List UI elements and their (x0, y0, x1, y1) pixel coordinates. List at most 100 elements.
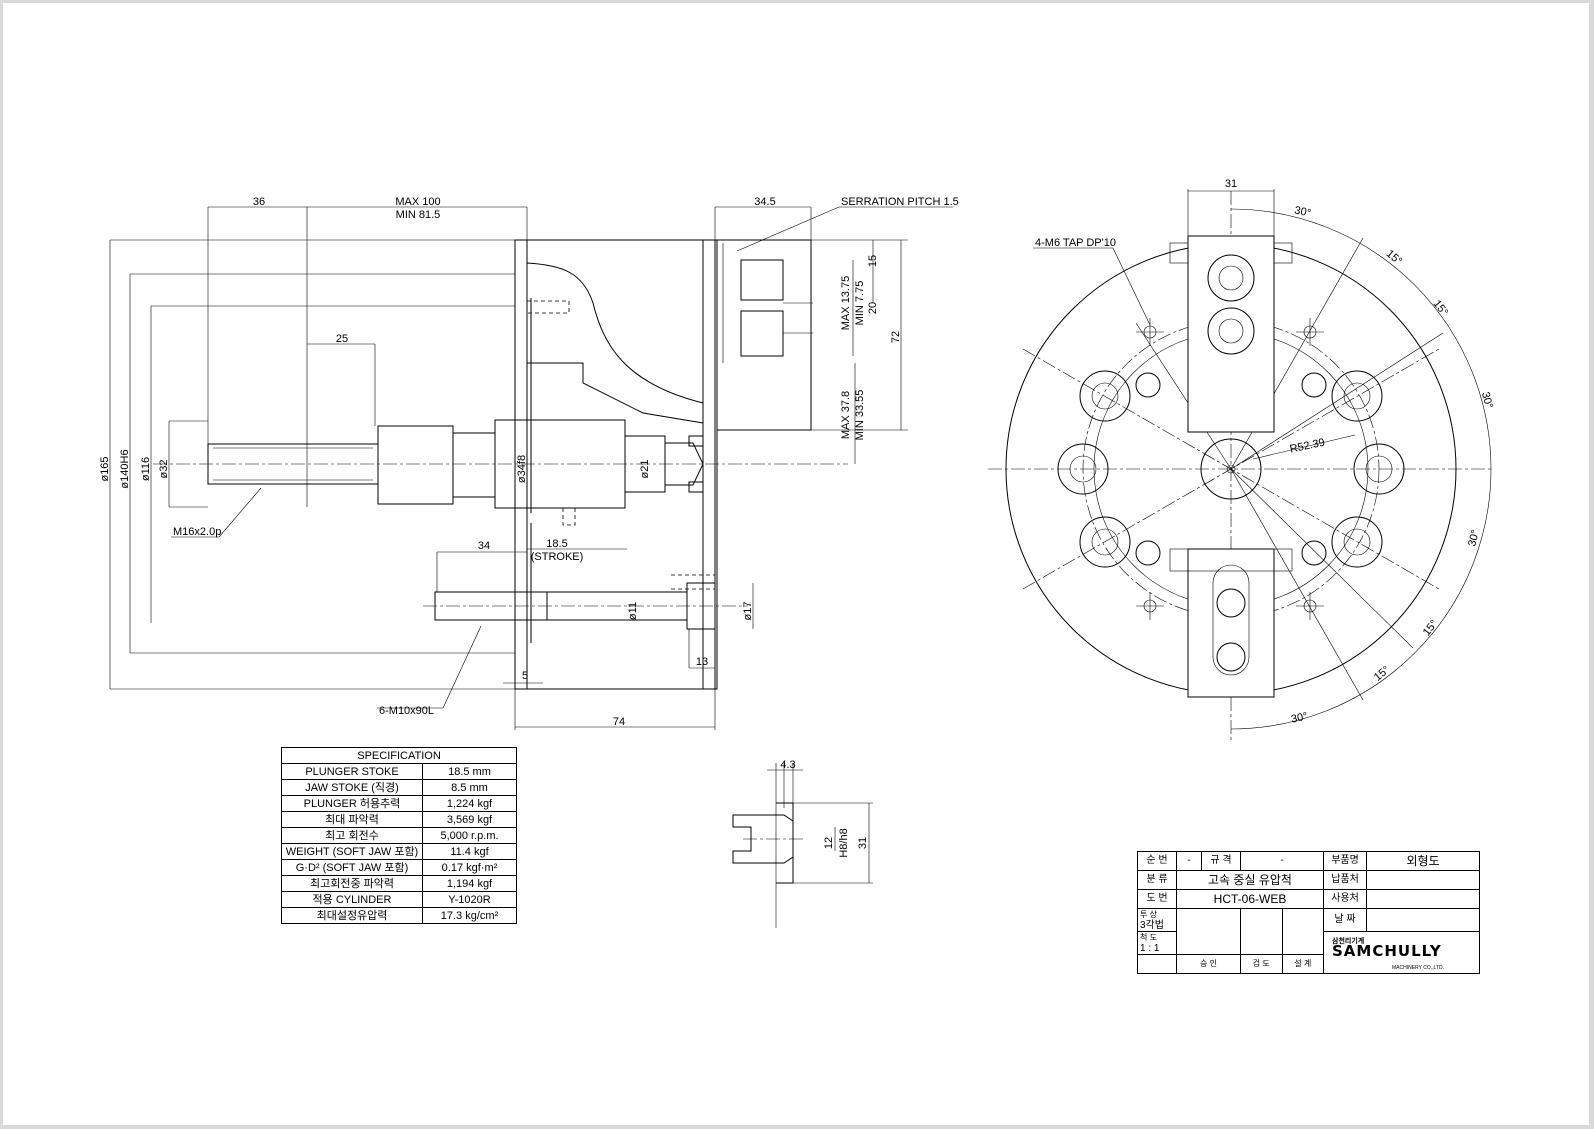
top-jaw-bolt-1-hex (1218, 265, 1244, 291)
front-view: 31 4-M6 TAP DP'10 30° 15° 15° 30° 30° 15… (988, 178, 1495, 743)
spec-value: 11.4 kgf (422, 843, 517, 860)
section-curve (526, 262, 704, 404)
dim-43: 4.3 (780, 759, 795, 771)
user-label: 사용처 (1323, 889, 1367, 909)
bottom-jaw-bolt-2 (1216, 642, 1246, 672)
spec-label: 최대 파악력 (281, 811, 423, 828)
jaw-bolt-1 (740, 259, 784, 301)
spec-label: 최대설정유압력 (281, 907, 423, 924)
serration-body (776, 802, 794, 884)
part-label: 부품명 (1323, 851, 1367, 871)
title-block: 순 번 - 규 격 - 부품명 외형도 분 류 고속 중실 유압척 납품처 도 … (1137, 851, 1480, 974)
side-view: 36 MAX 100 MIN 81.5 34.5 SERRATION PITCH… (99, 196, 959, 730)
table-row: WEIGHT (SOFT JAW 포함)11.4 kgf (281, 843, 517, 860)
mount-bolt-head-2 (1331, 370, 1383, 422)
spec-header: SPECIFICATION (281, 747, 517, 764)
label-m10: 6-M10x90L (379, 705, 434, 717)
dim-13: 13 (696, 656, 708, 668)
angle-line-2 (1230, 332, 1444, 470)
dim-min815: MIN 81.5 (396, 209, 441, 221)
angle-line-4 (1230, 468, 1364, 701)
spec-label: 적용 CYLINDER (281, 891, 423, 908)
spec-value: 1,194 kgf (422, 875, 517, 892)
dim-165: ø165 (99, 456, 111, 481)
bottom-jaw-slot (1169, 548, 1293, 572)
dim-r5239: R52.39 (1289, 437, 1326, 456)
projection-value: 3각법 (1140, 920, 1164, 931)
set-screw-3 (1135, 540, 1161, 566)
spec-label: PLUNGER STOKE (281, 763, 423, 780)
dim-serration: SERRATION PITCH 1.5 (841, 196, 959, 208)
angle-30-top: 30° (1293, 204, 1312, 219)
dim-31-side: 31 (857, 837, 869, 849)
angle-15-d: 15° (1372, 664, 1392, 684)
spec-value: 5,000 r.p.m. (422, 827, 517, 844)
angle-15-b: 15° (1431, 298, 1451, 319)
brand-logo: 삼천리기계 SAMCHULLY MACHINERY CO.,LTD. (1323, 931, 1480, 974)
approve-label: 승 인 (1176, 954, 1241, 974)
spec-value: - (1240, 851, 1324, 871)
mount-bolt-head-6 (1331, 516, 1383, 568)
spec-value: 3,569 kgf (422, 811, 517, 828)
spec-label: PLUNGER 허용추력 (281, 795, 423, 812)
label-m16: M16x2.0p (173, 526, 221, 538)
dim-34f8: ø34f8 (516, 455, 528, 483)
dim-max1375: MAX 13.75 (840, 276, 852, 330)
dim-11: ø11 (627, 602, 639, 620)
spec-label: G·D² (SOFT JAW 포함) (281, 859, 423, 876)
set-screw-4 (1301, 540, 1327, 566)
spec-value: 0.17 kgf·m² (422, 859, 517, 876)
angle-line-3 (1230, 468, 1414, 649)
mount-bolt-hex-3 (1069, 455, 1097, 483)
dim-h8: H8/h8 (838, 828, 850, 857)
tap-hole-1 (1136, 318, 1164, 346)
leader-radius (1252, 434, 1356, 460)
top-jaw-bolt-2 (1207, 307, 1255, 355)
approve-sign (1176, 908, 1241, 955)
mount-bolt-head-4 (1353, 443, 1405, 495)
projection-label: 투 상 (1140, 910, 1157, 919)
design-sign (1281, 908, 1324, 955)
part-value: 외형도 (1366, 851, 1480, 871)
seal-1 (688, 435, 704, 447)
hidden-head (671, 574, 715, 590)
angle-15-a: 15° (1384, 248, 1404, 268)
angle-30-right-top: 30° (1479, 391, 1495, 410)
dim-25: 25 (336, 333, 348, 345)
class-label: 분 류 (1137, 870, 1177, 890)
dim-36: 36 (253, 196, 265, 208)
angle-15-c: 15° (1421, 618, 1441, 639)
technical-drawing: 36 MAX 100 MIN 81.5 34.5 SERRATION PITCH… (99, 178, 1495, 928)
spec-label: 규 격 (1201, 851, 1241, 871)
projection-cell: 투 상 3각법 (1137, 908, 1177, 932)
table-row: JAW STOKE (직경)8.5 mm (281, 779, 517, 796)
center-point (1226, 464, 1236, 474)
plunger-tip (624, 435, 666, 493)
class-value: 고속 중실 유압척 (1176, 870, 1324, 890)
brand-foot: MACHINERY CO.,LTD. (1392, 964, 1444, 971)
spec-value: 8.5 mm (422, 779, 517, 796)
spec-label: JAW STOKE (직경) (281, 779, 423, 796)
set-screw-2 (1301, 372, 1327, 398)
scale-cell: 척 도 1 : 1 (1137, 931, 1177, 955)
label-tap: 4-M6 TAP DP'10 (1035, 237, 1116, 249)
top-jaw-face (1187, 235, 1275, 433)
angle-arc (1230, 208, 1492, 730)
date-value (1366, 908, 1480, 932)
spec-value: 17.3 kg/cm² (422, 907, 517, 924)
dim-74: 74 (613, 716, 625, 728)
mount-bolt-head-1 (1079, 370, 1131, 422)
tap-hole-3 (1136, 592, 1164, 620)
inner-section-line (527, 362, 704, 424)
body-outline (527, 239, 718, 690)
mount-bolt-head-3 (1057, 443, 1109, 495)
dim-min775: MIN 7.75 (854, 281, 866, 326)
table-row: G·D² (SOFT JAW 포함)0.17 kgf·m² (281, 859, 517, 876)
mount-bolt-hex-5 (1091, 528, 1119, 556)
dim-5: 5 (522, 670, 528, 682)
dim-17: ø17 (742, 602, 754, 621)
bottom-jaw-keyway (1212, 564, 1250, 676)
